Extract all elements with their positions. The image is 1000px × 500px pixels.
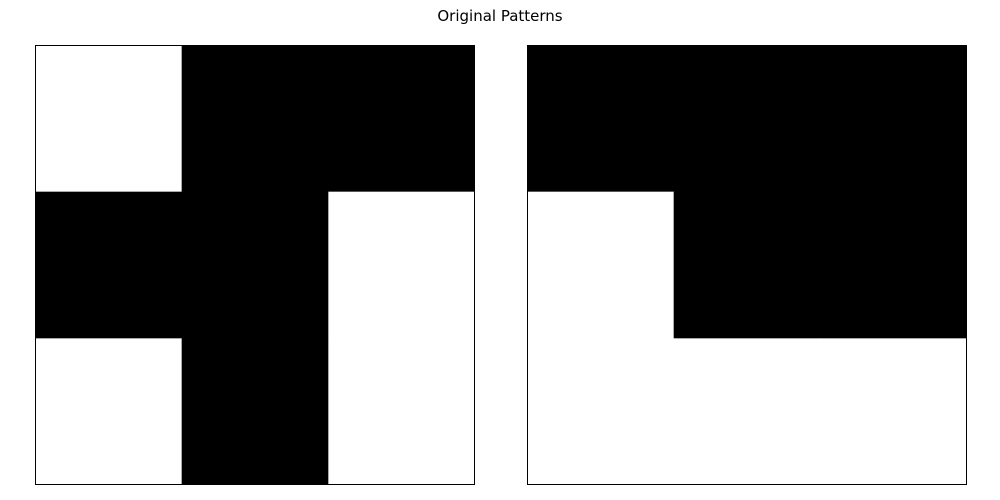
grid-cell-r1-c1	[181, 191, 329, 339]
grid-cell-r0-c2	[820, 45, 967, 193]
grid-cell-r2-c1	[673, 338, 821, 485]
grid-cell-r2-c0	[527, 338, 675, 485]
grid-cell-r0-c1	[673, 45, 821, 193]
grid-cell-r0-c0	[35, 45, 183, 193]
grid-frame	[35, 45, 475, 485]
grid-cell-r0-c0	[527, 45, 675, 193]
grid-cell-r1-c0	[35, 191, 183, 339]
pattern-panel-2	[527, 45, 967, 485]
grid-cell-r2-c2	[328, 338, 475, 485]
grid-cell-r1-c0	[527, 191, 675, 339]
grid-cell-r0-c1	[181, 45, 329, 193]
grid-cell-r0-c2	[328, 45, 475, 193]
grid-cell-r2-c2	[820, 338, 967, 485]
pattern-grid-2	[527, 45, 967, 485]
grid-cell-r1-c1	[673, 191, 821, 339]
grid-frame	[527, 45, 967, 485]
pattern-panel-1	[35, 45, 475, 485]
figure-title: Original Patterns	[437, 7, 563, 25]
grid-cell-r1-c2	[328, 191, 475, 339]
pattern-grid-1	[35, 45, 475, 485]
grid-cell-r2-c0	[35, 338, 183, 485]
grid-cell-r1-c2	[820, 191, 967, 339]
grid-cell-r2-c1	[181, 338, 329, 485]
